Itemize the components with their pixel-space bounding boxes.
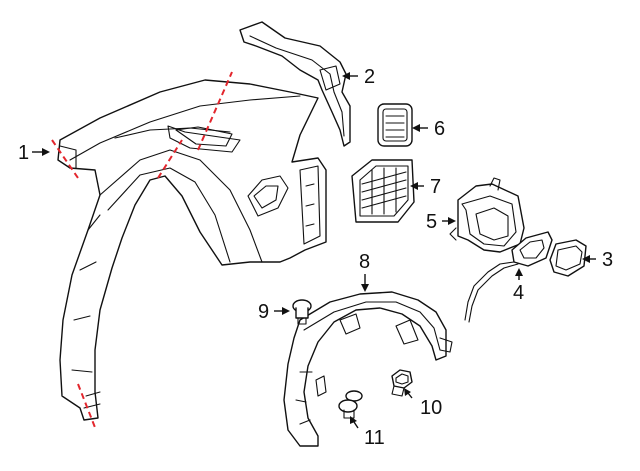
callout-6-label: 6 <box>434 118 445 140</box>
quarter-panel <box>57 79 327 421</box>
callout-5: 5 <box>426 211 456 233</box>
fuel-filler-housing <box>449 177 525 253</box>
cut-line-pillar-upper <box>197 71 233 151</box>
wheelhouse-liner <box>283 291 453 447</box>
callout-6-arrow <box>412 124 420 132</box>
pressure-vent-grille <box>351 159 415 223</box>
small-vent <box>377 103 413 147</box>
cut-line-pillar-lower <box>157 139 183 179</box>
callout-7-arrow <box>410 182 418 190</box>
callout-8: 8 <box>359 251 370 292</box>
callout-2: 2 <box>342 66 375 88</box>
callout-2-label: 2 <box>364 66 375 88</box>
callout-4-label: 4 <box>513 282 524 304</box>
push-pin <box>338 390 363 419</box>
callout-5-arrow <box>448 217 456 225</box>
callout-11: 11 <box>350 416 385 449</box>
callout-2-arrow <box>342 72 350 80</box>
callout-11-label: 11 <box>364 427 385 449</box>
callout-1-label: 1 <box>18 142 29 164</box>
retainer-clip <box>292 299 312 325</box>
cut-lines <box>51 71 233 431</box>
reinforcement-bracket <box>239 21 351 147</box>
callout-1: 1 <box>18 142 50 164</box>
callout-3-label: 3 <box>602 249 613 271</box>
cut-line-rocker <box>77 383 97 431</box>
callout-9-label: 9 <box>258 301 269 323</box>
fuel-door-hinge <box>464 231 553 323</box>
callout-11-arrow <box>350 416 357 424</box>
callout-8-arrow <box>361 284 369 292</box>
fuel-door <box>549 239 587 277</box>
callout-7: 7 <box>410 176 441 198</box>
callout-10-label: 10 <box>420 397 442 419</box>
callout-5-label: 5 <box>426 211 437 233</box>
callout-3-arrow <box>582 255 590 263</box>
callout-10: 10 <box>404 388 442 419</box>
callout-7-label: 7 <box>430 176 441 198</box>
callout-10-arrow <box>404 388 411 396</box>
callout-4: 4 <box>513 268 524 304</box>
callout-4-arrow <box>515 268 523 276</box>
callout-3: 3 <box>582 249 613 271</box>
callout-1-arrow <box>42 148 50 156</box>
callout-9-arrow <box>282 307 290 315</box>
callout-9: 9 <box>258 301 290 323</box>
mounting-bolt <box>391 369 413 397</box>
callout-6: 6 <box>412 118 445 140</box>
cut-line-roof <box>51 139 79 179</box>
callout-8-label: 8 <box>359 251 370 273</box>
